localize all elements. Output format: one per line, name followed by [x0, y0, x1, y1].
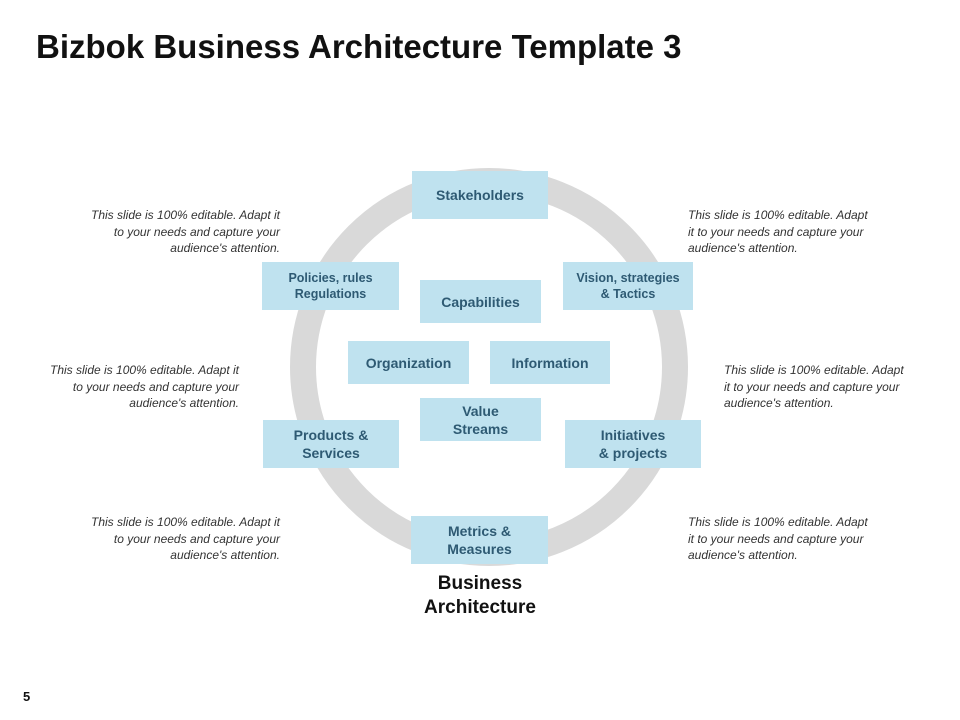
note-mid-right: This slide is 100% editable. Adapt it to… [724, 363, 904, 410]
note-top-right: This slide is 100% editable. Adapt it to… [688, 208, 868, 255]
box-policies: Policies, rules Regulations [262, 262, 399, 310]
box-organization: Organization [348, 341, 469, 384]
business-architecture-label: Business Architecture [424, 573, 536, 618]
box-vision: Vision, strategies & Tactics [563, 262, 693, 310]
box-products: Products & Services [263, 420, 399, 468]
slide-title: Bizbok Business Architecture Template 3 [36, 28, 682, 65]
note-top-left: This slide is 100% editable. Adapt it to… [91, 208, 280, 255]
note-bottom-right: This slide is 100% editable. Adapt it to… [688, 515, 868, 562]
box-value-streams: Value Streams [420, 398, 541, 441]
box-information: Information [490, 341, 610, 384]
box-capabilities: Capabilities [420, 280, 541, 323]
note-bottom-left: This slide is 100% editable. Adapt it to… [91, 515, 280, 562]
page-number: 5 [23, 689, 31, 704]
box-metrics: Metrics & Measures [411, 516, 548, 564]
box-initiatives: Initiatives & projects [565, 420, 701, 468]
box-stakeholders: Stakeholders [412, 171, 548, 219]
note-mid-left: This slide is 100% editable. Adapt it to… [50, 363, 239, 410]
